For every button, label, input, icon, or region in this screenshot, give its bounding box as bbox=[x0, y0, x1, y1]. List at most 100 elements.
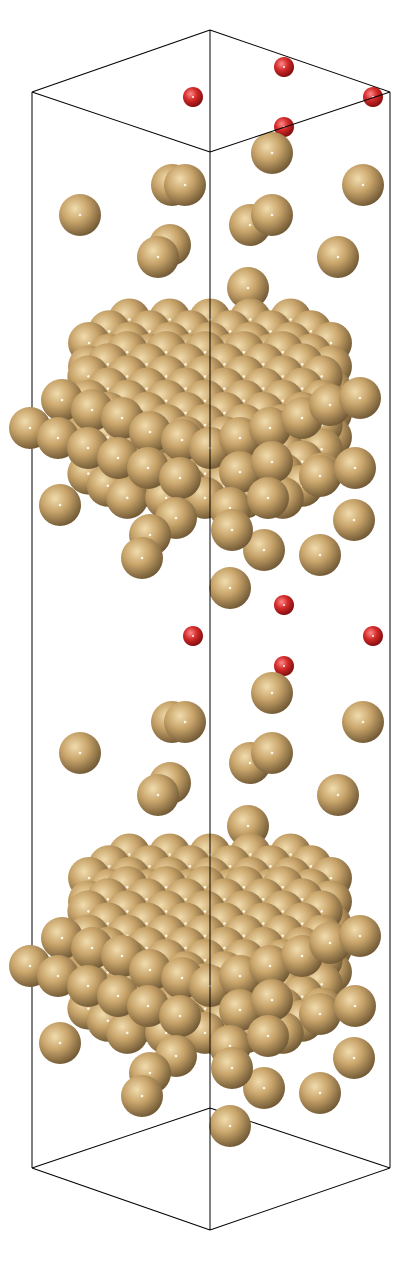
atom-highlight bbox=[146, 466, 150, 470]
atom-highlight bbox=[353, 466, 357, 470]
atom-highlight bbox=[358, 934, 362, 938]
atom-highlight bbox=[242, 934, 246, 937]
atom-highlight bbox=[184, 897, 187, 901]
atom-highlight bbox=[249, 318, 252, 321]
atom-highlight bbox=[107, 329, 111, 333]
atom-highlight bbox=[125, 1031, 129, 1035]
atom-highlight bbox=[361, 183, 365, 187]
atom-highlight bbox=[116, 994, 120, 998]
atom-highlight bbox=[184, 387, 187, 390]
atom-highlight bbox=[352, 1056, 356, 1060]
atom-highlight bbox=[248, 223, 252, 227]
unit-cell-front-edges bbox=[31, 91, 391, 1231]
atom-highlight bbox=[106, 435, 110, 439]
atom-highlight bbox=[125, 375, 129, 378]
atom-highlight bbox=[328, 403, 332, 407]
atom-highlight bbox=[269, 864, 272, 868]
atom-highlight bbox=[184, 946, 187, 950]
atom-highlight bbox=[269, 329, 272, 333]
atom-highlight bbox=[270, 460, 274, 464]
atom-highlight bbox=[146, 1004, 150, 1008]
atom-highlight bbox=[156, 793, 160, 797]
atom-highlight bbox=[164, 910, 168, 913]
atom-highlight bbox=[178, 476, 182, 480]
atom-highlight bbox=[86, 446, 90, 450]
atom-highlight bbox=[28, 426, 32, 430]
atom-highlight bbox=[148, 864, 151, 868]
atom-highlight bbox=[266, 1034, 270, 1038]
atom-highlight bbox=[140, 556, 144, 560]
atom-highlight bbox=[228, 329, 232, 333]
atom-highlight bbox=[128, 853, 131, 856]
atom-highlight bbox=[246, 824, 250, 828]
atom-highlight bbox=[125, 885, 129, 889]
atom-highlight bbox=[87, 341, 91, 345]
atom-highlight bbox=[164, 934, 168, 937]
atom-highlight bbox=[183, 720, 187, 724]
atom-highlight bbox=[56, 436, 60, 440]
atom-highlight bbox=[249, 853, 252, 856]
atom-highlight bbox=[300, 995, 304, 998]
atom-highlight bbox=[283, 66, 285, 68]
atom-highlight bbox=[309, 864, 313, 868]
atom-highlight bbox=[289, 853, 292, 856]
atom-highlight bbox=[125, 910, 129, 913]
atom-highlight bbox=[300, 922, 304, 925]
atom-highlight bbox=[203, 350, 207, 354]
atom-highlight bbox=[148, 1071, 152, 1075]
atom-highlight bbox=[174, 1054, 178, 1058]
atom-highlight bbox=[58, 1041, 62, 1045]
atom-highlight bbox=[60, 398, 64, 402]
atom-highlight bbox=[270, 691, 274, 695]
atom-highlight bbox=[329, 876, 333, 880]
atom-highlight bbox=[87, 876, 91, 880]
atom-highlight bbox=[281, 934, 285, 937]
atom-highlight bbox=[164, 496, 168, 500]
atom-highlight bbox=[78, 213, 82, 217]
atom-highlight bbox=[268, 426, 272, 430]
atom-highlight bbox=[281, 350, 285, 354]
atom-highlight bbox=[148, 968, 152, 972]
atom-highlight bbox=[318, 553, 322, 557]
atom-highlight bbox=[140, 1094, 144, 1098]
atom-highlight bbox=[270, 998, 274, 1002]
atom-highlight bbox=[300, 460, 304, 463]
atom-highlight bbox=[106, 1019, 110, 1023]
atoms-layer bbox=[9, 57, 384, 1147]
atom-highlight bbox=[328, 941, 332, 945]
atom-highlight bbox=[128, 318, 131, 321]
atom-highlight bbox=[87, 375, 90, 378]
atom-highlight bbox=[283, 604, 285, 606]
atom-highlight bbox=[164, 375, 168, 378]
atom-highlight bbox=[56, 974, 60, 978]
atom-highlight bbox=[156, 255, 160, 259]
atom-highlight bbox=[148, 430, 152, 434]
atom-highlight bbox=[145, 897, 148, 901]
atom-highlight bbox=[164, 885, 168, 889]
atom-highlight bbox=[106, 897, 110, 901]
atom-highlight bbox=[168, 853, 171, 856]
atom-highlight bbox=[203, 1007, 207, 1010]
atom-highlight bbox=[242, 399, 246, 402]
atom-highlight bbox=[300, 387, 304, 390]
atom-highlight bbox=[281, 885, 285, 889]
atom-highlight bbox=[203, 472, 207, 475]
atom-highlight bbox=[281, 910, 285, 913]
atom-highlight bbox=[203, 910, 207, 913]
atom-highlight bbox=[262, 897, 265, 901]
atom-highlight bbox=[228, 506, 232, 510]
atom-highlight bbox=[246, 286, 250, 290]
atom-highlight bbox=[192, 635, 194, 637]
atom-highlight bbox=[262, 548, 266, 552]
atom-highlight bbox=[106, 362, 110, 366]
atom-highlight bbox=[145, 946, 148, 950]
atom-highlight bbox=[188, 864, 192, 868]
atom-highlight bbox=[125, 496, 129, 500]
atom-highlight bbox=[106, 387, 110, 390]
atom-highlight bbox=[148, 533, 152, 537]
atom-highlight bbox=[203, 375, 207, 378]
atom-highlight bbox=[361, 720, 365, 724]
atom-highlight bbox=[262, 387, 265, 390]
atom-highlight bbox=[90, 946, 94, 950]
atom-highlight bbox=[320, 375, 323, 378]
